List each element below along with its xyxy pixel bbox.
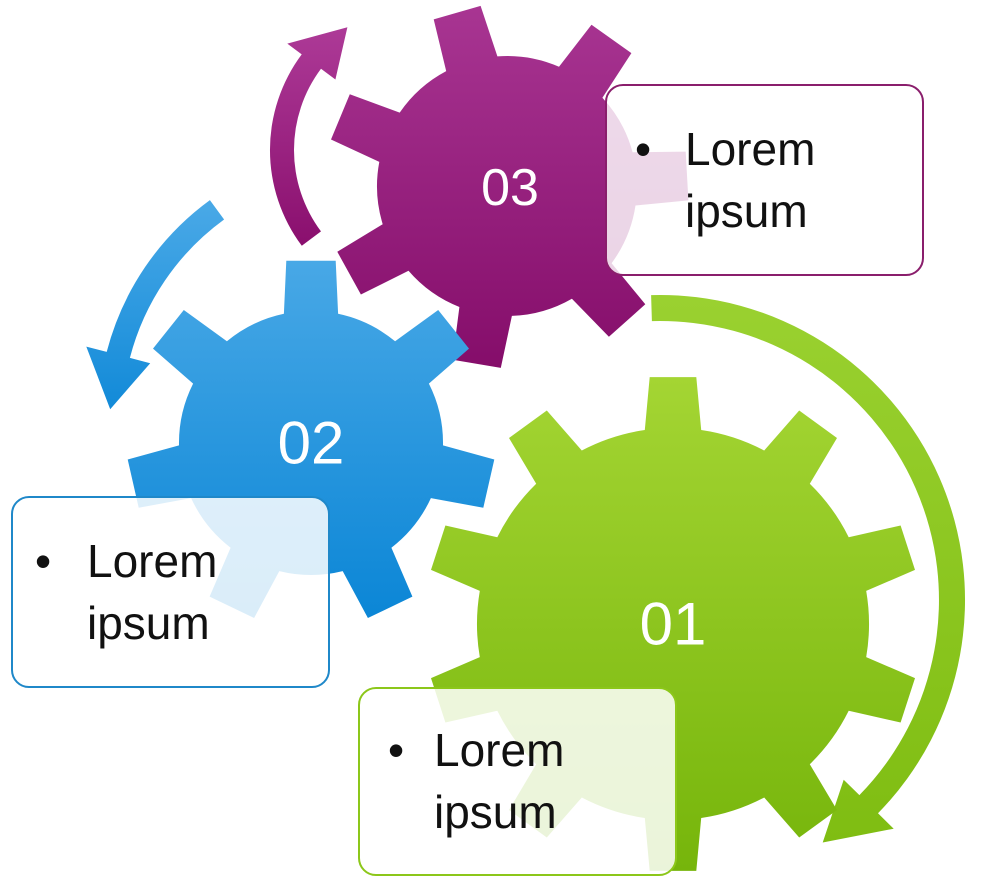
callout-02-line2: ipsum: [87, 597, 210, 649]
purple-arrow-icon: [269, 27, 348, 246]
gear-01-label: 01: [640, 591, 707, 658]
callout-box-03: • Lorem ipsum: [605, 84, 924, 276]
callout-02-bullet: •: [35, 535, 52, 587]
gear-03: [331, 5, 689, 368]
callout-box-01: • Lorem ipsum: [358, 687, 677, 876]
callout-02-line1: Lorem: [87, 535, 218, 587]
gear-03-label: 03: [481, 159, 539, 217]
blue-arrow-icon: [86, 200, 225, 410]
callout-03-bullet: •: [635, 123, 652, 175]
callout-01-bullet: •: [388, 724, 405, 776]
callout-box-02: • Lorem ipsum: [11, 496, 330, 688]
callout-01-line1: Lorem: [434, 724, 565, 776]
green-arrow-icon: [651, 294, 966, 843]
gear-02-label: 02: [278, 410, 345, 477]
callout-03-line1: Lorem: [685, 123, 816, 175]
callout-01-line2: ipsum: [434, 786, 557, 838]
callout-03-line2: ipsum: [685, 185, 808, 237]
